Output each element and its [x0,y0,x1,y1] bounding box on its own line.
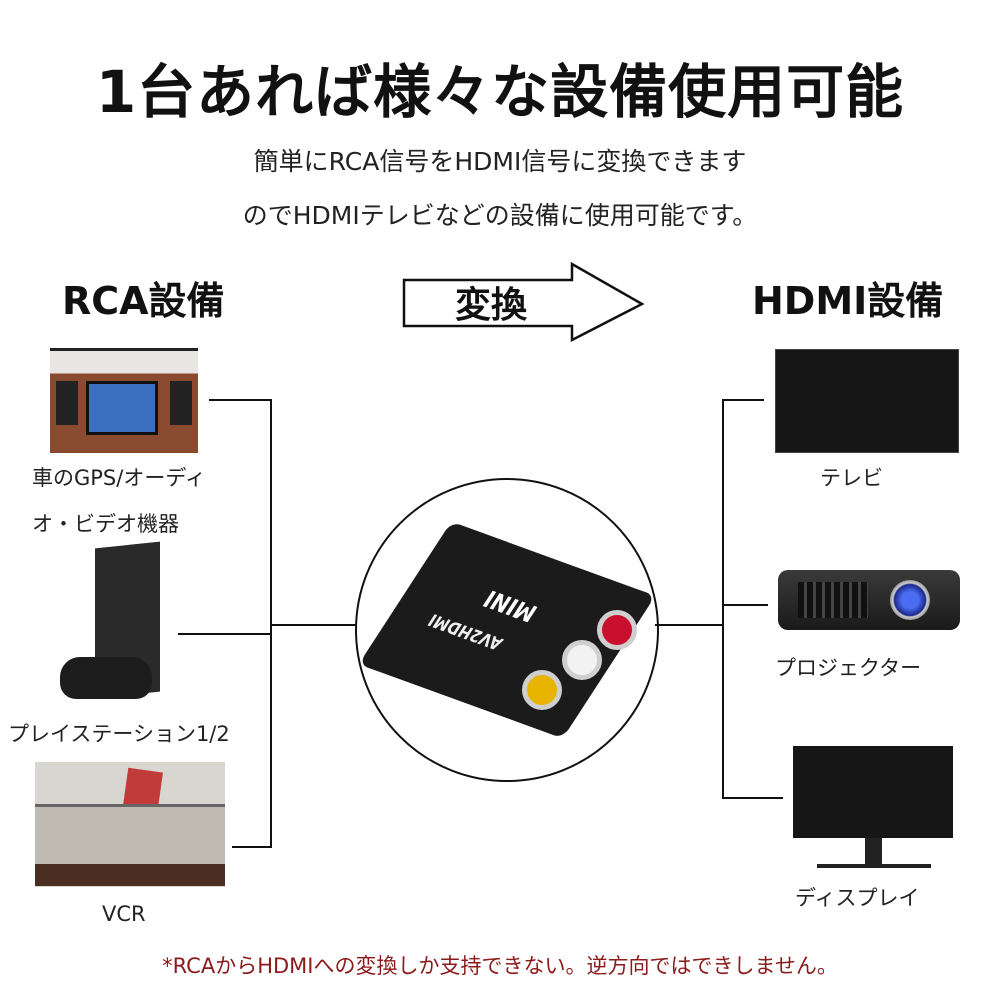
projector-icon [778,570,960,630]
vcr-body [35,804,225,867]
connector-line [722,604,768,606]
game-console-icon [60,541,200,705]
console-label: プレイステーション1/2 [8,722,230,746]
tv-label: テレビ [820,466,883,490]
connector-line [655,624,723,626]
audio-left-jack-icon [562,640,602,680]
projector-grill [798,582,868,618]
projector-lens [890,580,930,620]
subtitle-line-1: 簡単にRCA信号をHDMI信号に変換できます [253,147,747,176]
vcr-label: VCR [102,902,146,926]
converter-image: MINI AV2HDMI [355,478,659,782]
vent [170,381,192,425]
connector-line [178,633,271,635]
connector-line [209,399,271,401]
vcr-icon [35,762,225,887]
car-label-line-1: 車のGPS/オーディ [32,466,206,490]
conversion-label: 変換 [455,285,528,326]
conversion-arrow-icon [402,262,645,342]
page-title: 1台あれば様々な設備使用可能 [95,58,905,126]
subtitle-line-2: のでHDMIテレビなどの設備に使用可能です。 [242,201,758,230]
video-jack-icon [522,670,562,710]
connector-trunk-right [722,399,724,798]
monitor-label: ディスプレイ [795,886,920,910]
car-audio-icon [50,348,198,453]
vent [56,381,78,425]
monitor-stand [865,838,882,866]
connector-line [232,846,271,848]
car-screen [86,381,158,435]
rca-heading: RCA設備 [62,279,225,323]
monitor-base [817,864,931,868]
tv-icon [775,349,959,453]
audio-right-jack-icon [597,610,637,650]
monitor-icon [793,746,953,868]
projector-label: プロジェクター [775,656,922,680]
device-model: AV2HDMI [424,610,507,654]
hdmi-heading: HDMI設備 [752,279,944,323]
connector-trunk-left [270,399,272,848]
connector-line [270,624,358,626]
footer-note: *RCAからHDMIへの変換しか支持できない。逆方向ではできしません。 [162,954,838,978]
controller [60,657,152,699]
connector-line [722,399,764,401]
device-brand: MINI [479,584,543,626]
car-label-line-2: オ・ビデオ機器 [32,512,179,536]
connector-line [722,797,783,799]
vcr-base [35,864,225,886]
